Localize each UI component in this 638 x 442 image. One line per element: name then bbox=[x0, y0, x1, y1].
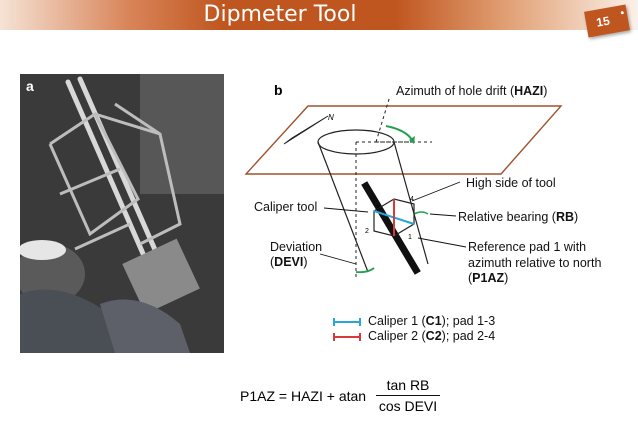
page-number: 15 bbox=[595, 13, 611, 30]
legend-caliper-2-swatch bbox=[333, 333, 361, 341]
reference-pad-label-line1: Reference pad 1 with bbox=[468, 240, 587, 254]
north-marker: N bbox=[328, 113, 334, 122]
formula-left-side: P1AZ = HAZI + atan bbox=[240, 388, 367, 404]
photo-panel-label: a bbox=[26, 78, 34, 94]
slide-title: Dipmeter Tool bbox=[203, 2, 357, 27]
reference-pad-label-line2: azimuth relative to north bbox=[468, 256, 602, 270]
title-bar: Dipmeter Tool 15 bbox=[0, 0, 638, 38]
p1az-label: (P1AZ) bbox=[468, 271, 509, 285]
pad-number-3: 3 bbox=[376, 205, 380, 212]
high-side-label: High side of tool bbox=[466, 176, 556, 190]
page-number-badge: 15 bbox=[584, 4, 630, 38]
dipmeter-schematic: N 3 4 1 2 bbox=[244, 95, 563, 341]
page-badge-dot bbox=[620, 10, 625, 15]
north-arrow-icon bbox=[283, 115, 329, 145]
diagram-panel-label: b bbox=[274, 82, 283, 98]
tool-photo-illustration bbox=[20, 74, 224, 353]
legend-caliper-2: Caliper 2 (C2); pad 2-4 bbox=[368, 329, 496, 343]
rb-arrow bbox=[413, 211, 429, 215]
relative-bearing-label: Relative bearing (RB) bbox=[458, 210, 579, 224]
hazi-arrow bbox=[385, 125, 413, 141]
deviation-label: Deviation bbox=[270, 240, 323, 254]
formula-numerator: tan RB bbox=[386, 377, 430, 393]
formula-denominator: cos DEVI bbox=[378, 398, 438, 414]
formula-fraction: tan RB cos DEVI bbox=[376, 376, 440, 415]
reference-plane bbox=[244, 105, 563, 175]
pad-number-4: 4 bbox=[410, 196, 414, 203]
hazi-label: Azimuth of hole drift (HAZI) bbox=[396, 84, 548, 98]
legend-caliper-1-swatch bbox=[333, 318, 361, 326]
fraction-bar bbox=[376, 395, 440, 396]
devi-label: (DEVI) bbox=[270, 255, 308, 269]
legend-caliper-1: Caliper 1 (C1); pad 1-3 bbox=[368, 314, 496, 328]
caliper-tool-label: Caliper tool bbox=[254, 200, 318, 214]
devi-arrow bbox=[355, 267, 375, 274]
pad-number-2: 2 bbox=[365, 228, 369, 235]
pad-number-1: 1 bbox=[408, 234, 412, 241]
caliper-tool-body bbox=[361, 181, 421, 275]
dipmeter-tool-photo: a bbox=[20, 74, 224, 353]
